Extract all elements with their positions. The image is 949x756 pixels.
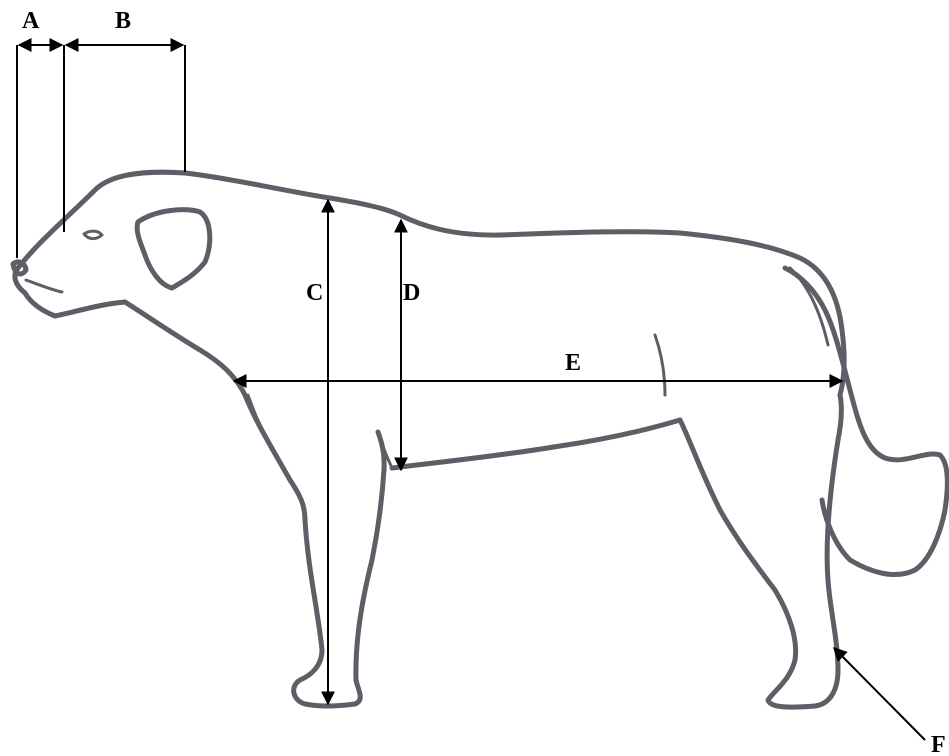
dog-back-line (18, 172, 844, 395)
dog-front-leg-back (356, 432, 384, 680)
label-c: C (306, 280, 323, 306)
dog-thigh-line (655, 335, 665, 395)
label-e: E (565, 350, 581, 376)
label-f: F (931, 732, 946, 756)
dog-front-leg (294, 520, 361, 706)
dimension-lines (17, 45, 925, 740)
dog-outline (13, 172, 947, 707)
dog-belly (392, 420, 680, 468)
label-d: D (403, 280, 420, 306)
dog-elbow-line (248, 395, 268, 440)
dog-rear-leg (680, 395, 841, 707)
label-a: A (22, 8, 40, 34)
dog-ear (137, 210, 210, 288)
label-b: B (115, 8, 131, 34)
dog-snout (15, 268, 125, 316)
dog-mouth (26, 280, 62, 292)
dimension-f-arrow (834, 648, 925, 740)
dog-eye (84, 231, 102, 239)
dog-neck-chest (125, 302, 305, 520)
dog-tail (785, 268, 947, 575)
